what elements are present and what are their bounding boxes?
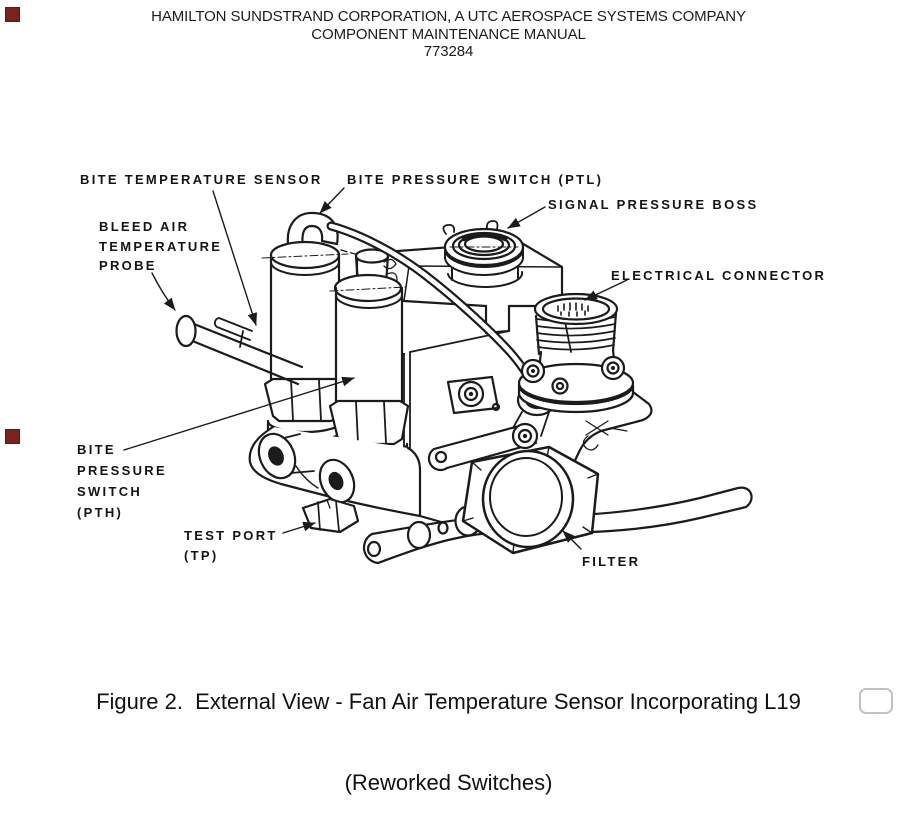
signal-pressure-boss-part bbox=[442, 220, 525, 289]
header-manual-line: COMPONENT MAINTENANCE MANUAL bbox=[311, 25, 586, 43]
figure-caption: Figure 2. External View - Fan Air Temper… bbox=[0, 634, 897, 823]
header-company-line: HAMILTON SUNDSTRAND CORPORATION, A UTC A… bbox=[151, 8, 746, 25]
label-bite-pressure-switch-pth: BITE PRESSURE SWITCH (PTH) bbox=[77, 442, 167, 520]
red-annotation-marker-top bbox=[5, 7, 20, 22]
label-bite-pressure-switch-ptl: BITE PRESSURE SWITCH (PTL) bbox=[347, 172, 604, 187]
leader-signal-pressure-boss bbox=[507, 206, 546, 229]
leader-bite-pressure-switch-pth bbox=[123, 376, 355, 451]
label-filter: FILTER bbox=[582, 554, 641, 569]
figure-caption-line2: (Reworked Switches) bbox=[344, 770, 553, 795]
label-electrical-connector: ELECTRICAL CONNECTOR bbox=[611, 268, 827, 283]
leader-electrical-connector bbox=[584, 279, 628, 301]
leader-bleed-air-probe bbox=[151, 272, 176, 311]
label-signal-pressure-boss: SIGNAL PRESSURE BOSS bbox=[548, 197, 759, 212]
label-bleed-air-temperature-probe: BLEED AIR TEMPERATURE PROBE bbox=[99, 219, 223, 273]
corner-button[interactable] bbox=[859, 688, 893, 714]
electrical-connector-part bbox=[517, 292, 635, 414]
left-cylinder bbox=[261, 211, 349, 453]
leader-test-port bbox=[282, 521, 316, 534]
page-header: HAMILTON SUNDSTRAND CORPORATION, A UTC A… bbox=[0, 8, 897, 61]
leader-bite-pressure-switch-ptl bbox=[319, 187, 345, 214]
leader-bite-temperature-sensor bbox=[212, 190, 258, 326]
leader-lines bbox=[123, 187, 628, 550]
label-bite-temperature-sensor: BITE TEMPERATURE SENSOR bbox=[80, 172, 323, 187]
red-annotation-marker-left bbox=[5, 429, 20, 444]
deck-bolt-boss bbox=[446, 375, 501, 415]
technical-diagram bbox=[123, 187, 753, 565]
filter-part bbox=[461, 445, 600, 555]
figure-caption-line1: Figure 2. External View - Fan Air Temper… bbox=[96, 689, 801, 714]
label-test-port: TEST PORT (TP) bbox=[184, 528, 278, 563]
leader-filter bbox=[562, 530, 582, 550]
test-port-fitting bbox=[301, 497, 360, 534]
header-part-number: 773284 bbox=[423, 43, 474, 60]
lower-manifold bbox=[248, 425, 422, 518]
probe-part bbox=[175, 314, 304, 386]
